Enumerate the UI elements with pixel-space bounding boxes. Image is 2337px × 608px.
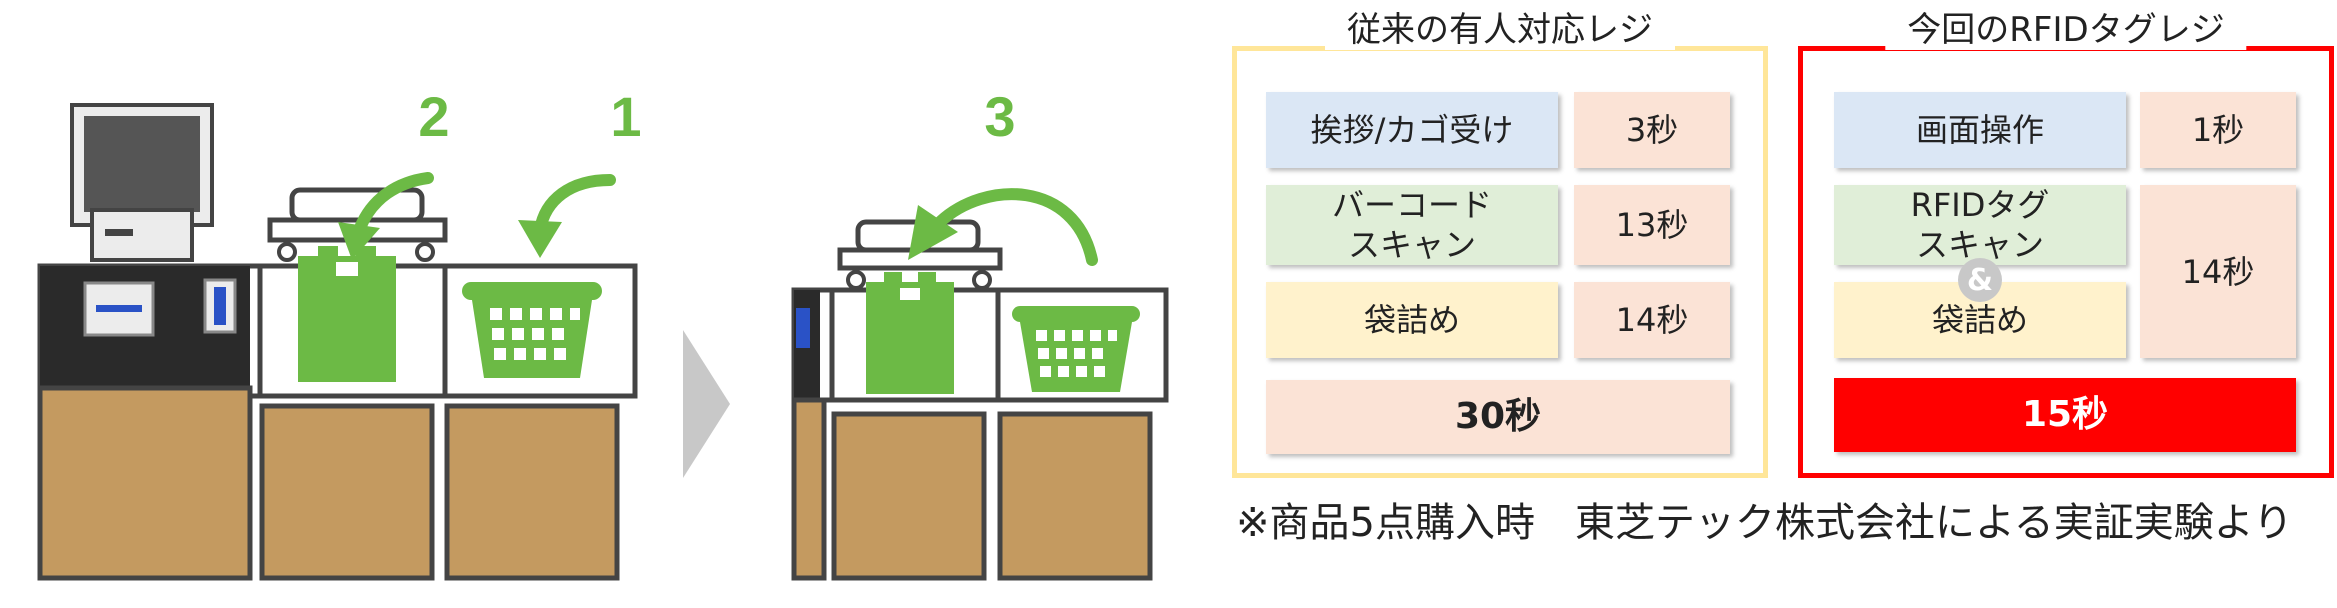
conventional-time-bagging: 14秒 xyxy=(1574,282,1730,358)
shopping-basket-icon xyxy=(462,282,602,378)
conventional-panel-title: 従来の有人対応レジ xyxy=(1325,10,1675,50)
footnote: ※商品5点購入時 東芝テック株式会社による実証実験より xyxy=(1236,500,2293,546)
rfid-task-screen: 画面操作 xyxy=(1834,92,2126,168)
step-3-label: 3 xyxy=(984,85,1015,148)
step-1-label: 1 xyxy=(610,85,641,148)
rfid-panel-title: 今回のRFIDタグレジ xyxy=(1885,10,2247,50)
conventional-task-bagging: 袋詰め xyxy=(1266,282,1558,358)
conventional-task-barcode-line2: スキャン xyxy=(1347,226,1476,264)
rfid-time-screen: 1秒 xyxy=(2140,92,2296,168)
shopping-bag-icon xyxy=(298,246,396,382)
rfid-total-time: 15秒 xyxy=(1834,378,2296,452)
conventional-time-barcode: 13秒 xyxy=(1574,185,1730,265)
conventional-total-time: 30秒 xyxy=(1266,380,1730,454)
arrow-head-2 xyxy=(338,222,380,260)
rfid-task-scan-line2: スキャン xyxy=(1915,226,2044,264)
rfid-task-scan-line1: RFIDタグ xyxy=(1910,186,2050,224)
checkout-illustration: 2 1 3 xyxy=(37,85,1169,581)
conventional-task-greeting: 挨拶/カゴ受け xyxy=(1266,92,1558,168)
rfid-task-scan: RFIDタグ スキャン xyxy=(1834,185,2126,265)
chevron-right-icon xyxy=(683,330,730,478)
ampersand-icon: & xyxy=(1958,258,2002,302)
step-2-label: 2 xyxy=(418,85,449,148)
arrow-icon-3 xyxy=(934,188,1098,266)
rfid-time-scan-bagging: 14秒 xyxy=(2140,185,2296,358)
shopping-basket-icon-after xyxy=(1012,306,1140,392)
conventional-time-greeting: 3秒 xyxy=(1574,92,1730,168)
shopping-bag-icon-after xyxy=(866,272,954,394)
arrow-icon xyxy=(354,172,616,236)
arrow-head-3 xyxy=(908,205,958,260)
pos-terminal-icon xyxy=(70,103,214,262)
conventional-task-barcode: バーコード スキャン xyxy=(1266,185,1558,265)
arrow-head-1 xyxy=(518,220,562,258)
conventional-task-barcode-line1: バーコード xyxy=(1331,186,1492,224)
